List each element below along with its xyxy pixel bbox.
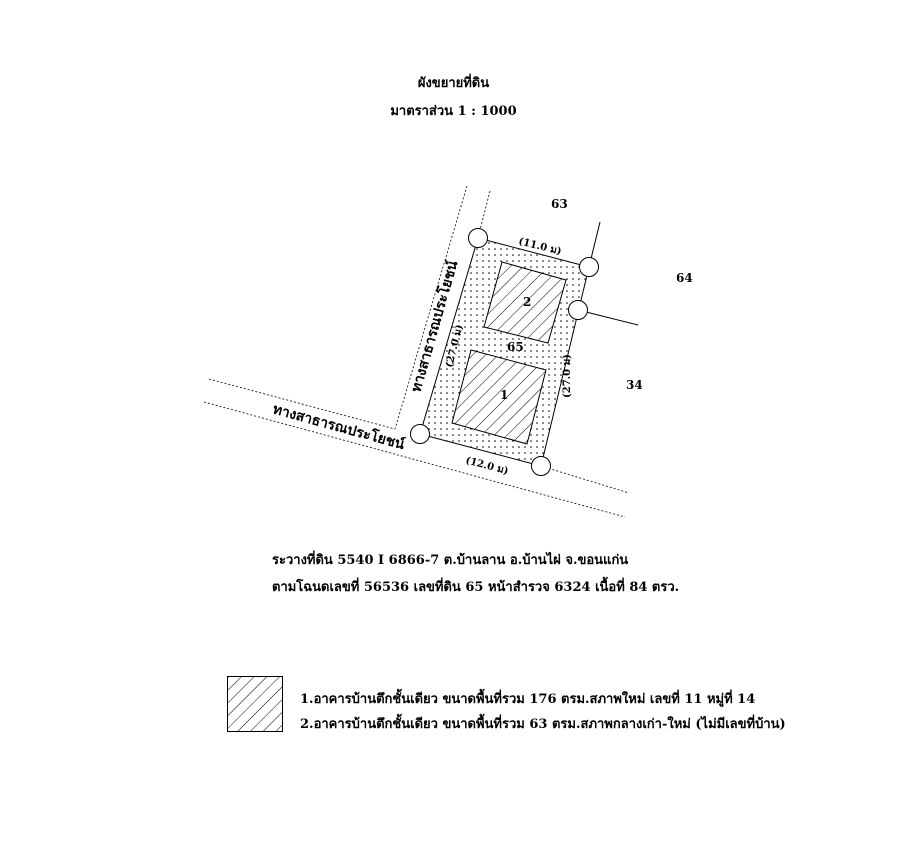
building-1-label: 1 (500, 388, 508, 402)
scale-label: มาตราส่วน 1 : 1000 (390, 104, 517, 119)
dimension-bottom: (12.0 ม) (464, 455, 509, 477)
legend-item-1: 1.อาคารบ้านตึกชั้นเดียว ขนาดพื้นที่รวม 1… (300, 692, 756, 707)
parcel-number: 65 (507, 340, 524, 354)
building-2-label: 2 (523, 295, 531, 309)
boundary-marker (579, 257, 599, 277)
neighbor-parcel-63: 63 (551, 197, 568, 211)
deed-info: ตามโฉนดเลขที่ 56536 เลขที่ดิน 65 หน้าสำร… (272, 580, 680, 595)
road-horizontal (203, 378, 630, 518)
boundary-marker (410, 424, 430, 444)
page-title: ผังขยายที่ดิน (417, 76, 490, 91)
building-2 (483, 261, 567, 344)
boundary-line-east (577, 309, 639, 326)
legend-item-2: 2.อาคารบ้านตึกชั้นเดียว ขนาดพื้นที่รวม 6… (300, 717, 786, 732)
map-sheet-info: ระวางที่ดิน 5540 I 6866-7 ต.บ้านลาน อ.บ้… (272, 553, 629, 568)
neighbor-parcel-34: 34 (626, 378, 643, 392)
boundary-marker (468, 228, 488, 248)
boundary-markers (410, 228, 599, 476)
boundary-marker (531, 456, 551, 476)
dimension-right: (27.0 ม) (562, 354, 573, 398)
road-horizontal-label: ทางสาธารณประโยชน์ (271, 400, 407, 454)
legend-hatch-swatch (227, 676, 283, 732)
boundary-marker (568, 300, 588, 320)
neighbor-parcel-64: 64 (676, 271, 693, 285)
building-1 (451, 349, 547, 445)
